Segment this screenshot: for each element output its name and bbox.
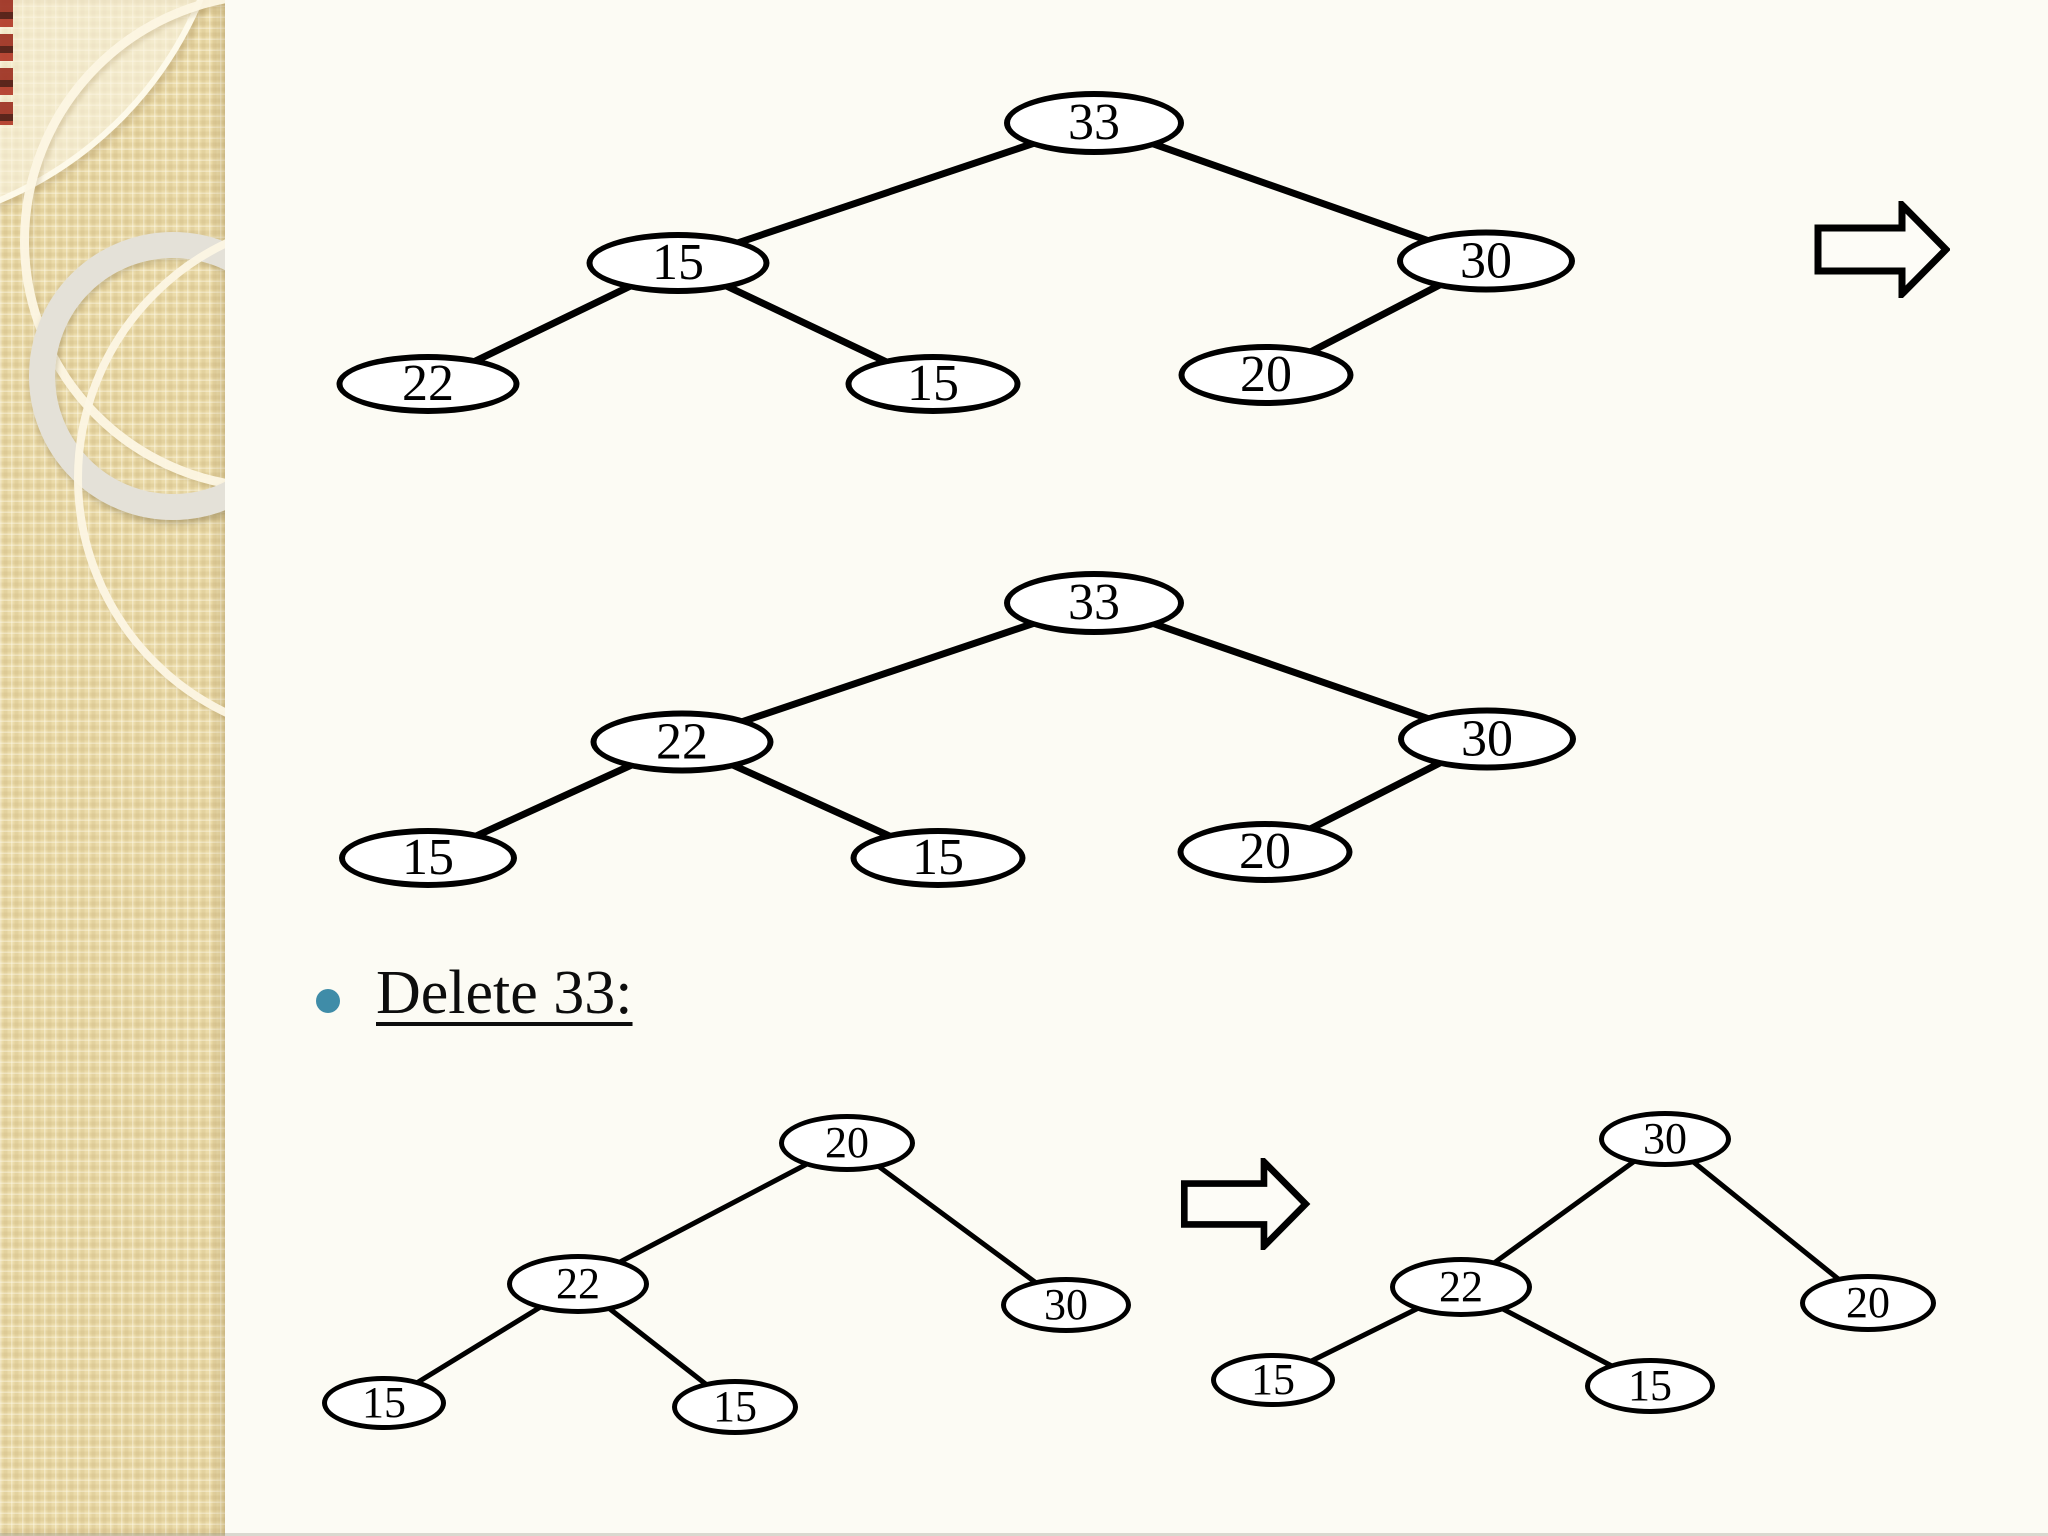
tree-heap-after-delete-edges bbox=[382, 1140, 1068, 1409]
tree-edge bbox=[1264, 257, 1488, 379]
tree-edge bbox=[426, 738, 684, 862]
tree-heap-initial-edges bbox=[426, 119, 1488, 388]
tree-edge bbox=[1459, 1284, 1652, 1389]
tree-edge bbox=[845, 1140, 1068, 1308]
tree-edge bbox=[1092, 599, 1489, 743]
tree-edge bbox=[680, 599, 1096, 746]
bullet-text: Delete 33: bbox=[376, 959, 633, 1027]
tree-edge bbox=[1092, 119, 1488, 265]
tree-heap-after-swap-edges bbox=[426, 599, 1489, 862]
left-edge-artifacts bbox=[0, 0, 13, 125]
arrow-right-icon bbox=[1180, 1158, 1311, 1250]
tree-edge bbox=[676, 119, 1096, 267]
arrow-right-icon bbox=[1814, 201, 1950, 298]
tree-edge bbox=[576, 1282, 737, 1409]
tree-edge bbox=[576, 1140, 849, 1287]
tree-edge bbox=[1459, 1136, 1667, 1290]
slide-bottom-edge bbox=[0, 1533, 2048, 1536]
sidebar-decoration bbox=[0, 0, 225, 1536]
tree-edge bbox=[680, 738, 940, 862]
tree-edge bbox=[1271, 1284, 1463, 1383]
tree-heap-after-heapify-edges bbox=[1271, 1136, 1870, 1389]
tree-edge bbox=[1663, 1137, 1870, 1305]
tree-edge bbox=[382, 1281, 580, 1406]
tree-edge bbox=[676, 259, 935, 388]
bullet-dot-icon bbox=[316, 989, 340, 1013]
tree-edge bbox=[426, 259, 680, 388]
tree-edge bbox=[1263, 735, 1489, 856]
